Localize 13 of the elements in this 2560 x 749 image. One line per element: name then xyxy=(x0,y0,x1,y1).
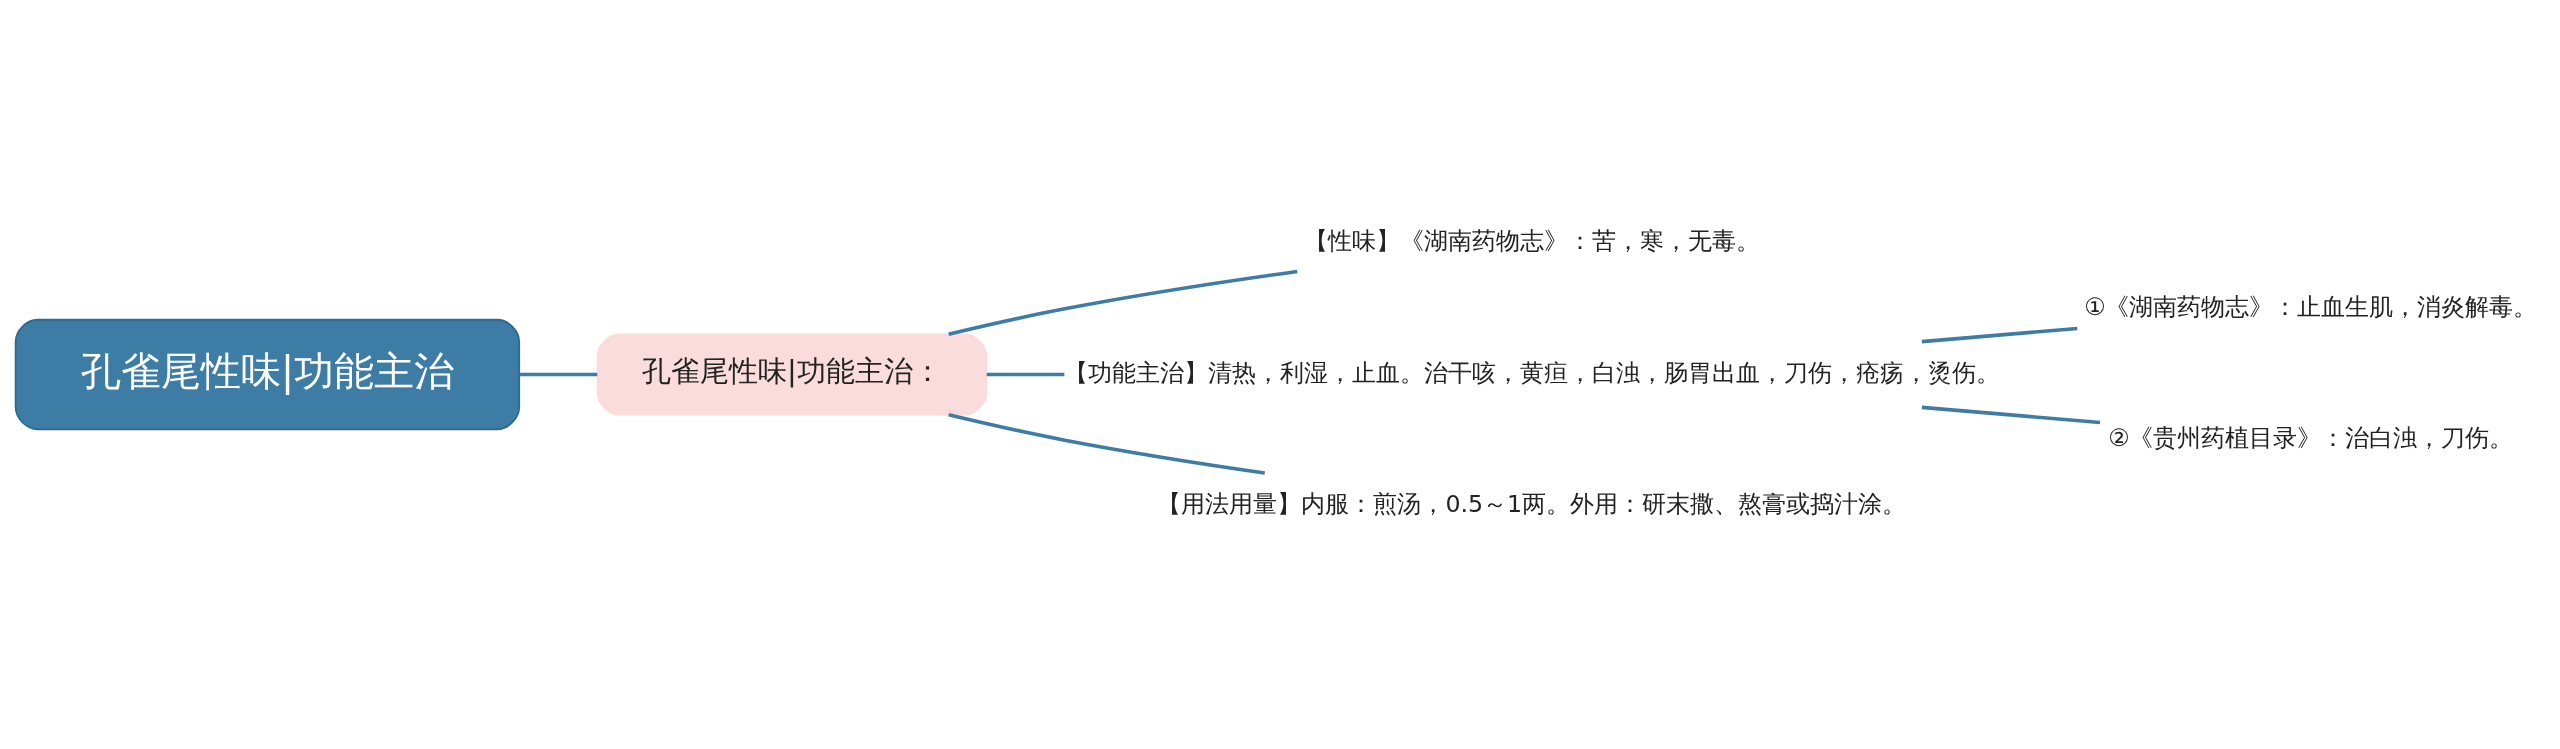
node-text: 【功能主治】清热，利湿，止血。治干咳，黄疸，白浊，肠胃出血，刀伤，疮疡，烫伤。 xyxy=(1063,358,2000,387)
node-text: ②《贵州药植目录》：治白浊，刀伤。 xyxy=(2108,424,2514,453)
node-box: 孔雀尾性味|功能主治： xyxy=(596,333,988,416)
connector xyxy=(986,372,1065,377)
connector xyxy=(1921,326,2078,344)
connector xyxy=(1921,405,2101,425)
node-text: ①《湖南药物志》：止血生肌，消炎解毒。 xyxy=(2084,293,2538,322)
node-text: 【用法用量】内服：煎汤，0.5～1两。外用：研末撒、熬膏或捣汁涂。 xyxy=(1157,490,1907,519)
connector xyxy=(948,269,1298,336)
node-box: 孔雀尾性味|功能主治 xyxy=(14,318,521,431)
connector xyxy=(519,372,598,377)
connector xyxy=(948,413,1265,475)
node-text: 【性味】《湖南药物志》：苦，寒，无毒。 xyxy=(1303,227,1760,256)
